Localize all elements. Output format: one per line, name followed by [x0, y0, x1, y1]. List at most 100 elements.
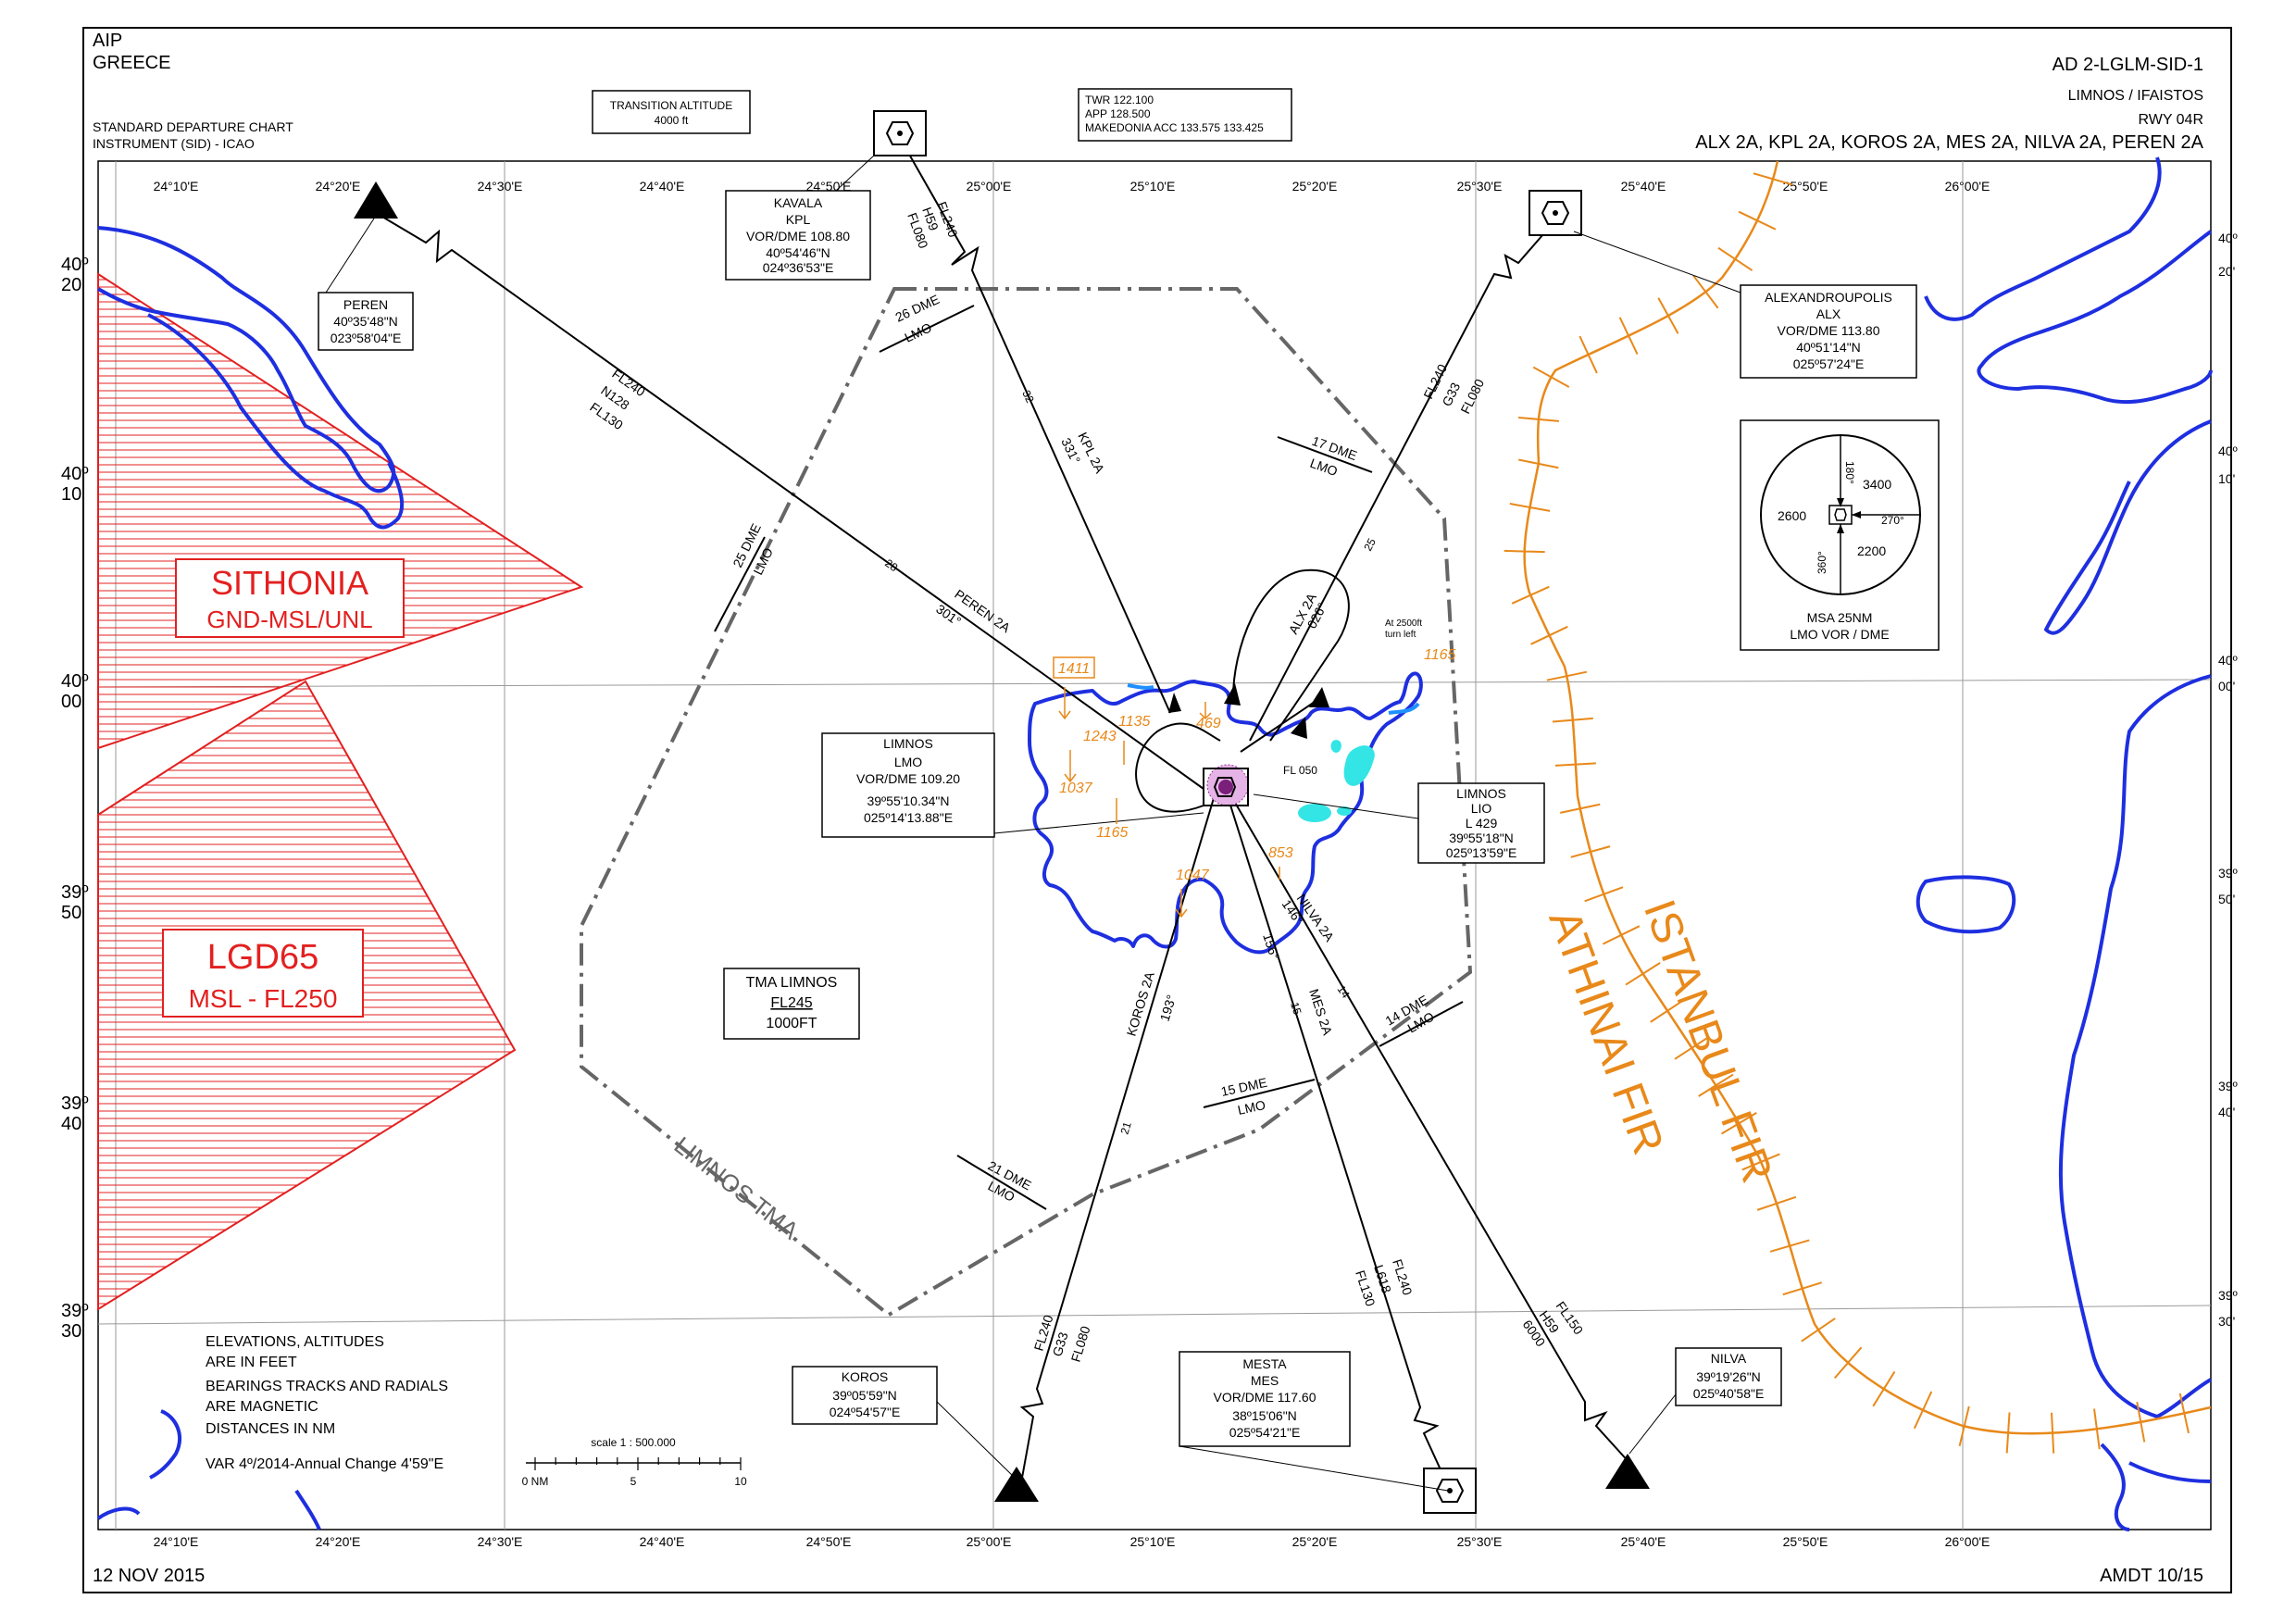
- sheet-border: [82, 27, 2232, 1593]
- lon-label: 25°10'E: [1130, 1534, 1176, 1549]
- fir-tick: [1554, 762, 1596, 767]
- alx-lower: FL080: [1457, 376, 1487, 416]
- lio-l5: 025º13'59"E: [1446, 845, 1517, 860]
- coastline-thrace: [1924, 156, 2162, 321]
- alx-dme-mark: 25: [1361, 536, 1379, 554]
- frequency-box: TWR 122.100 APP 128.500 MAKEDONIA ACC 13…: [1078, 88, 1292, 142]
- coastline-turkey-east: [2058, 674, 2212, 1418]
- lat-deg: 39º: [2218, 1079, 2238, 1093]
- lon-label: 25°20'E: [1292, 179, 1338, 194]
- nilva-name: NILVA: [1711, 1351, 1747, 1366]
- fir-tick: [2005, 1412, 2011, 1454]
- elevation-label: 1037: [1059, 781, 1093, 796]
- coastline-northwest: [97, 226, 396, 493]
- alexandroupolis-box: ALEXANDROUPOLIS ALX VOR/DME 113.80 40º51…: [1740, 284, 1917, 379]
- aip-label: AIP: [93, 31, 122, 51]
- lat-min: 10': [61, 484, 85, 505]
- kavala-l1: KAVALA: [774, 195, 823, 210]
- elevation-label: 1135: [1118, 714, 1151, 730]
- lon-label: 24°40'E: [640, 1534, 685, 1549]
- koros-airway: G33: [1050, 1330, 1071, 1358]
- amendment-number: AMDT 10/15: [2100, 1566, 2203, 1586]
- fir-tick: [1570, 845, 1611, 858]
- lat-min: 50': [61, 903, 85, 923]
- mes-l4: 38º15'06"N: [1232, 1408, 1297, 1423]
- lat-min: 20': [61, 275, 85, 295]
- fir-tick: [1738, 210, 1777, 231]
- lmo-l5: 025º14'13.88"E: [864, 810, 953, 825]
- transition-altitude-label: TRANSITION ALTITUDE: [610, 99, 732, 112]
- lon-label: 24°40'E: [640, 179, 685, 194]
- procedures-list: ALX 2A, KPL 2A, KOROS 2A, MES 2A, NILVA …: [1695, 132, 2203, 153]
- arc-15-dme: 15 DME: [1219, 1075, 1268, 1099]
- elevation-label: 1165: [1096, 825, 1129, 841]
- fir-tick: [1517, 416, 1559, 422]
- lat-min: 40': [2218, 1105, 2235, 1119]
- koros-lower: FL080: [1068, 1324, 1093, 1364]
- lon-label: 24°20'E: [316, 1534, 361, 1549]
- nilva-lon: 025º40'58"E: [1693, 1386, 1765, 1401]
- fir-tick: [1958, 1405, 1970, 1447]
- kavala-l2: KPL: [786, 212, 811, 227]
- nilva-lat: 39º19'26"N: [1696, 1369, 1761, 1384]
- fir-tick: [1833, 1346, 1863, 1380]
- fir-tick: [1753, 172, 1793, 186]
- nilva-fix-icon: [1605, 1454, 1650, 1489]
- publication-date: 12 NOV 2015: [93, 1566, 205, 1586]
- mes-l5: 025º54'21"E: [1229, 1425, 1301, 1440]
- arc-15-station: LMO: [1236, 1097, 1267, 1118]
- lat-deg: 40º: [2218, 653, 2238, 668]
- sithonia-label: SITHONIA GND-MSL/UNL: [175, 558, 405, 638]
- lon-label: 24°50'E: [806, 1534, 852, 1549]
- tma-upper: FL245: [770, 995, 812, 1011]
- lio-l4: 39º55'18"N: [1449, 831, 1514, 845]
- msa-se: 2200: [1857, 543, 1886, 558]
- lat-deg: 40º: [61, 464, 89, 484]
- route-nilva: [1230, 795, 1632, 1466]
- elevation-label: 1165: [1424, 647, 1456, 663]
- tma-name: LIMNOS TMA: [669, 1131, 805, 1244]
- kpl-dme-mark: 32: [1019, 388, 1037, 405]
- peren-fix-icon: [354, 181, 398, 219]
- page-id: AD 2-LGLM-SID-1: [2053, 55, 2203, 75]
- msa-diagram: 180° 270° 360° 3400 2600 2200 MSA 25NM L…: [1740, 419, 1940, 651]
- fir-tick: [1532, 366, 1570, 388]
- lat-min: 30': [2218, 1314, 2235, 1329]
- fir-tick: [1618, 317, 1639, 356]
- note-line: BEARINGS TRACKS AND RADIALS: [206, 1379, 448, 1394]
- lio-l1: LIMNOS: [1456, 786, 1506, 801]
- lon-label: 26°00'E: [1945, 1534, 1990, 1549]
- state-label: GREECE: [93, 53, 170, 73]
- peren-dme-mark: 28: [882, 556, 900, 574]
- fir-tick: [1721, 1112, 1757, 1135]
- turn-loop-north: [1231, 568, 1350, 742]
- note-line: ARE IN FEET: [206, 1355, 297, 1370]
- peren-name: PEREN: [343, 297, 388, 312]
- mes-sid: MES 2A: [1306, 987, 1335, 1037]
- tma-info-box: TMA LIMNOS FL245 1000FT: [723, 968, 860, 1040]
- mes-l3: VOR/DME 117.60: [1213, 1390, 1316, 1405]
- kavala-l5: 024º36'53"E: [763, 260, 834, 275]
- lgd65-limits: MSL - FL250: [189, 984, 338, 1013]
- lat-deg: 40º: [2218, 443, 2238, 458]
- koros-track: 193°: [1157, 993, 1179, 1022]
- fl050-label: FL 050: [1283, 764, 1317, 777]
- msa-subtitle: LMO VOR / DME: [1790, 627, 1889, 642]
- koros-dme-mark: 21: [1117, 1120, 1133, 1136]
- mes-l1: MESTA: [1242, 1356, 1287, 1371]
- lon-label: 25°20'E: [1292, 1534, 1338, 1549]
- lon-label: 25°00'E: [967, 179, 1012, 194]
- coastline-east: [2044, 419, 2212, 635]
- lon-label: 26°00'E: [1945, 179, 1990, 194]
- tma-lower: 1000FT: [766, 1016, 817, 1031]
- lat-min: 40': [61, 1114, 85, 1134]
- freq-twr: TWR 122.100: [1085, 94, 1154, 106]
- fir-tick: [1509, 503, 1551, 512]
- mes-vor-symbol: [1423, 1468, 1477, 1514]
- lio-l2: LIO: [1471, 801, 1492, 816]
- fir-tick: [2178, 1393, 2190, 1434]
- freq-app: APP 128.500: [1085, 107, 1151, 120]
- leader-lines: [325, 155, 1741, 1492]
- scale-tick-0: 0 NM: [522, 1475, 549, 1488]
